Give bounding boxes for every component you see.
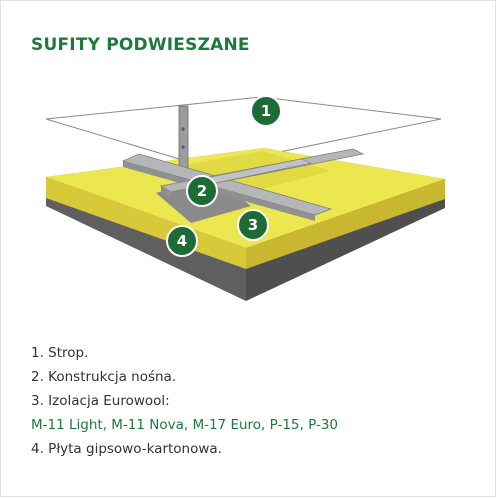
- ceiling-slab-outline: [45, 96, 442, 168]
- callout-2-label: 2: [197, 182, 207, 200]
- callout-2: 2: [186, 175, 218, 207]
- callout-1: 1: [250, 95, 282, 127]
- callout-3-label: 3: [248, 216, 258, 234]
- hanger-rod: [178, 105, 189, 169]
- suspended-ceiling-diagram: 1 2 3 4: [45, 95, 445, 301]
- legend-item-ceiling: 1. Strop.: [31, 345, 89, 361]
- insulation-right-side: [246, 179, 445, 269]
- legend-item-gypsum-board: 4. Płyta gipsowo-kartonowa.: [31, 441, 222, 457]
- callout-1-label: 1: [261, 102, 271, 120]
- legend: 1. Strop. 2. Konstrukcja nośna. 3. Izola…: [31, 341, 338, 461]
- callout-4-label: 4: [177, 232, 187, 250]
- legend-insulation-products[interactable]: M-11 Light, M-11 Nova, M-17 Euro, P-15, …: [31, 417, 338, 433]
- callout-4: 4: [166, 225, 198, 257]
- callout-3: 3: [237, 209, 269, 241]
- legend-item-insulation: 3. Izolacja Eurowool:: [31, 393, 170, 409]
- page-title: SUFITY PODWIESZANE: [31, 35, 250, 55]
- legend-item-structure: 2. Konstrukcja nośna.: [31, 369, 177, 385]
